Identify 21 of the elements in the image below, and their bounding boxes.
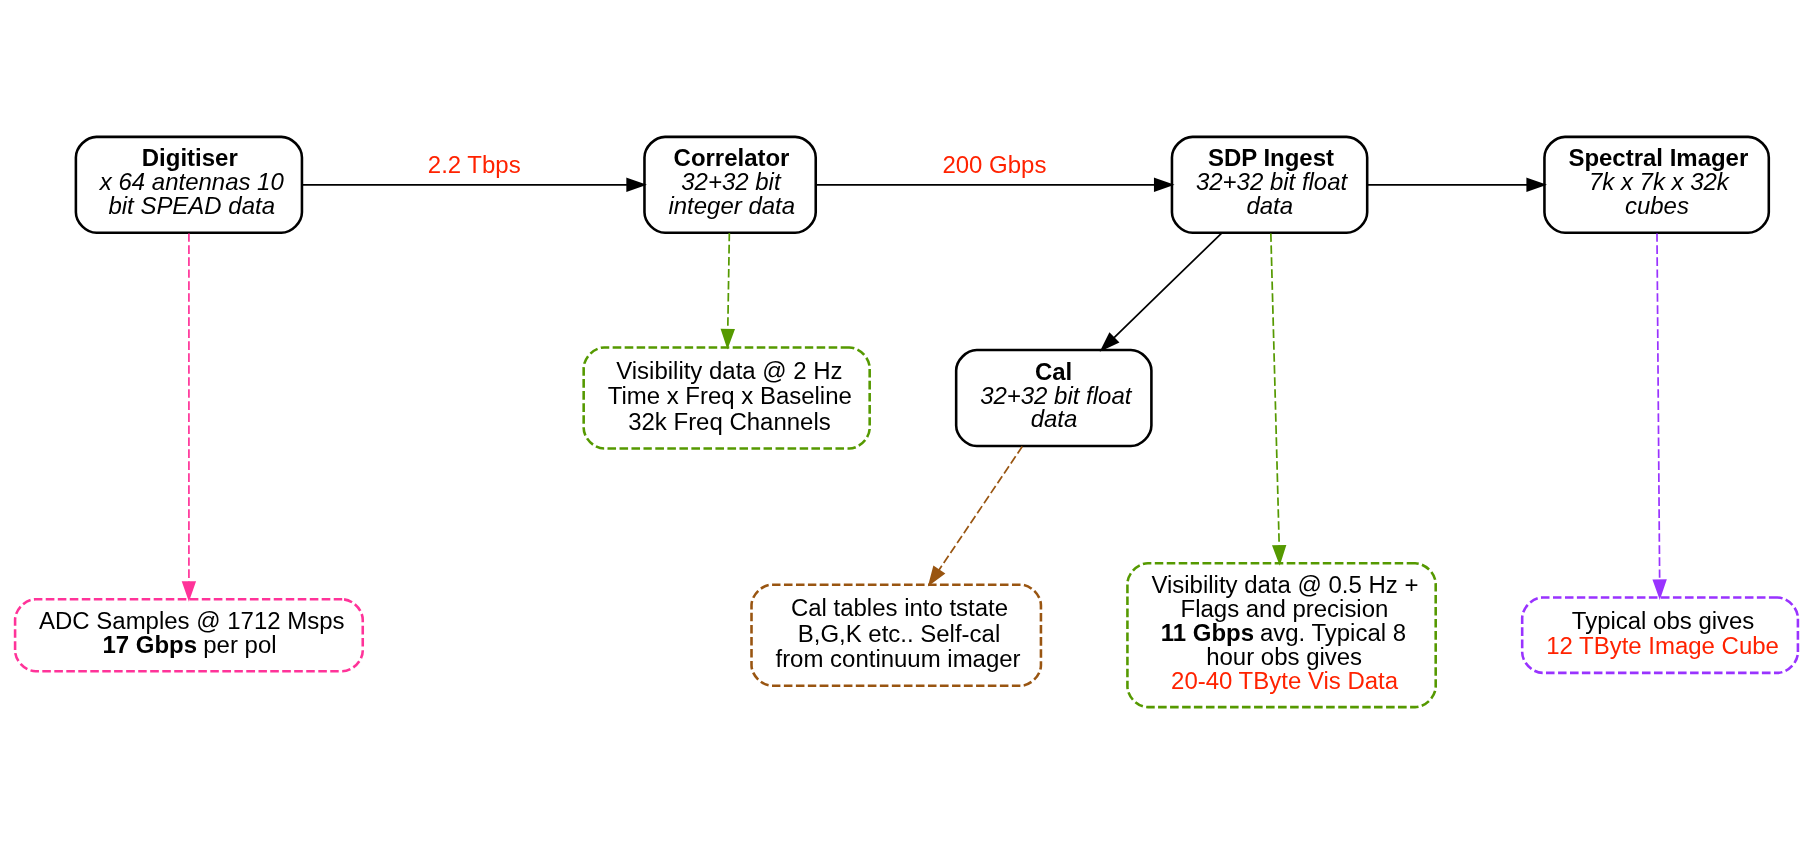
- edge-label: 200 Gbps: [942, 150, 1047, 178]
- node-box: Typical obs gives 12 TByte Image Cube: [1520, 595, 1800, 674]
- edge-label: 2.2 Tbps: [427, 150, 521, 178]
- node-box: ADC Samples @ 1712 Msps 17 Gbps per pol: [13, 597, 365, 672]
- arrow: [927, 445, 1024, 587]
- arrow: [1270, 232, 1287, 566]
- node-box: Visibility data @ 2 Hz Time x Freq x Baseline 32k Freq Channels: [582, 345, 871, 450]
- arrow: [720, 231, 735, 350]
- arrow: [301, 177, 647, 192]
- arrow: [1367, 177, 1547, 192]
- node-box: Spectral Imager 7k x 7k x 32k cubes: [1543, 135, 1771, 234]
- node-box: Digitiser x 64 antennas 10 bit SPEAD data: [74, 135, 304, 234]
- node-box: Cal 32+32 bit float data: [954, 348, 1153, 447]
- arrow: [1652, 232, 1667, 600]
- node-box: Correlator 32+32 bit integer data: [643, 135, 817, 234]
- arrow: [815, 177, 1175, 192]
- arrow: [181, 232, 197, 602]
- arrow: [1099, 231, 1223, 352]
- node-box: Visibility data @ 0.5 Hz + Flags and precision 11 Gbps avg. Typical 8 hour obs gives 20-40 TByte Vis Data: [1126, 561, 1437, 708]
- node-box: Cal tables into tstate B,G,K etc.. Self-cal from continuum imager: [750, 582, 1043, 687]
- node-box: SDP Ingest 32+32 bit float data: [1170, 135, 1369, 234]
